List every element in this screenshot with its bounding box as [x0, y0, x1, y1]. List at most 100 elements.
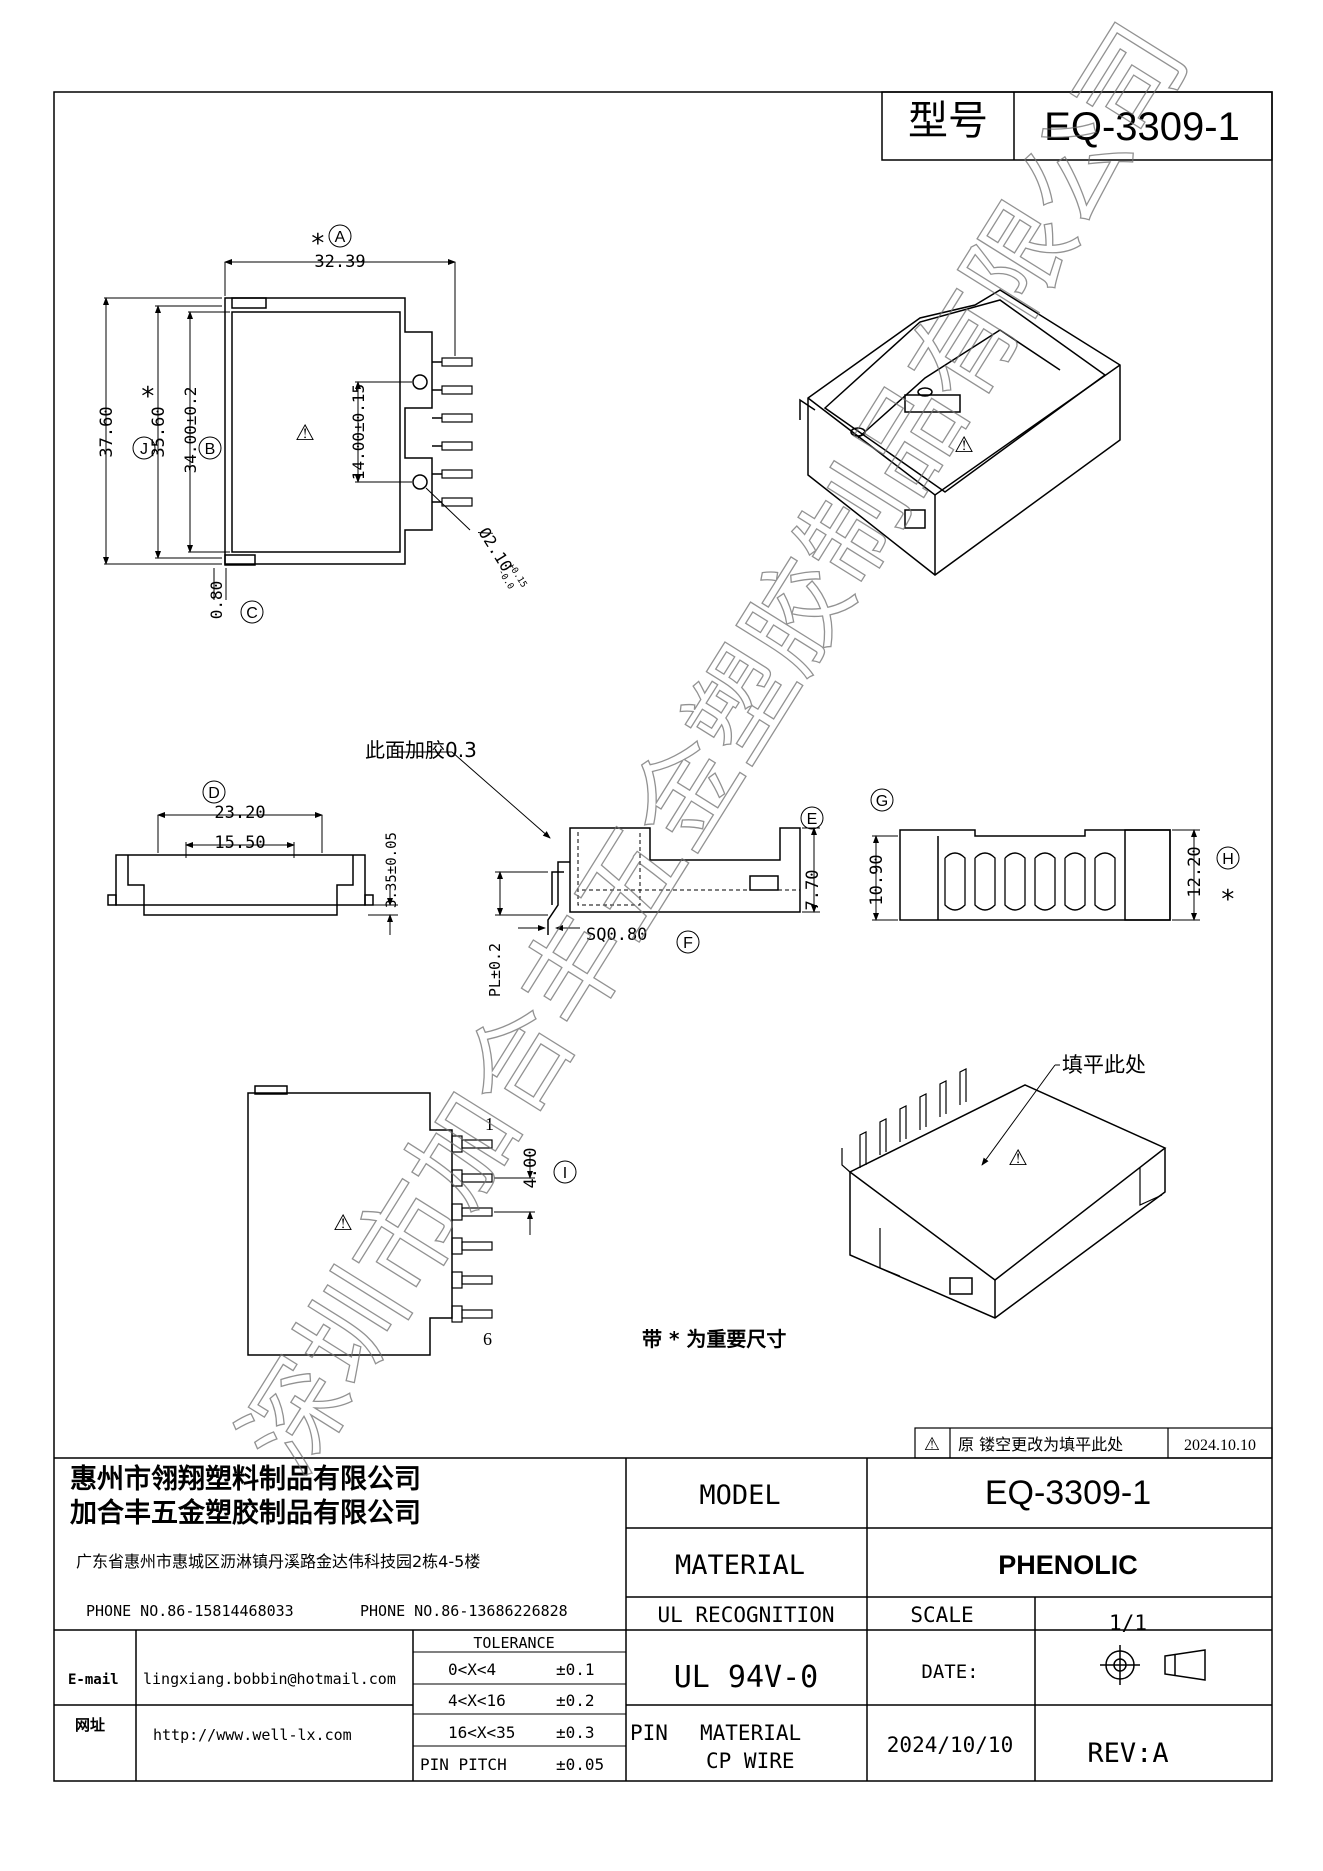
tolerance-header: TOLERANCE: [473, 1634, 554, 1652]
company-address: 广东省惠州市惠城区沥淋镇丹溪路金达伟科技园2栋4-5楼: [76, 1552, 480, 1571]
model-label: MODEL: [699, 1480, 780, 1511]
company-name-1: 惠州市翎翔塑料制品有限公司: [70, 1463, 421, 1495]
label-f-circle: [676, 930, 700, 954]
company-name-2: 加合丰五金塑胶制品有限公司: [70, 1497, 421, 1529]
projection-symbol: [1100, 1645, 1206, 1685]
dim-width: 32.39: [314, 252, 365, 272]
top-view: [224, 297, 473, 566]
label-b-circle: [198, 436, 222, 460]
label-h: H: [1222, 851, 1234, 868]
side-view-dimensions: [398, 751, 820, 931]
email-value: lingxiang.bobbin@hotmail.com: [143, 1670, 396, 1688]
email-label: E-mail: [68, 1672, 119, 1688]
tolerance-range: 0<X<4: [448, 1660, 496, 1679]
important-note: 带 * 为重要尺寸: [642, 1327, 786, 1351]
label-e-circle: [800, 806, 824, 830]
side-view: [547, 827, 801, 935]
phone-1: PHONE NO.86-15814468033: [86, 1602, 294, 1620]
revision-value: REV:A: [1087, 1738, 1168, 1769]
tolerance-range: PIN PITCH: [420, 1755, 507, 1774]
model-title-value: EQ-3309-1: [1044, 105, 1240, 149]
iso2-note-leader: [981, 1064, 1060, 1166]
warning-icon-bottom: ⚠: [333, 1211, 353, 1236]
model-title-label: 型号: [908, 98, 988, 144]
date-label: DATE:: [921, 1661, 978, 1683]
label-j-circle: [132, 436, 156, 460]
label-h-circle: [1216, 846, 1240, 870]
label-a-circle: [328, 224, 352, 248]
label-c-circle: [240, 600, 264, 624]
model-title-box: 型号 EQ-3309-1: [881, 91, 1273, 161]
label-i-circle: [553, 1160, 577, 1184]
dim-right-right: 12.20: [1185, 846, 1205, 897]
pin-number-first: 1: [485, 1114, 494, 1134]
dim-right-left: 10.90: [867, 854, 887, 905]
pin-material-label: MATERIAL: [700, 1721, 801, 1745]
revision-warning-icon: ⚠: [924, 1434, 940, 1455]
revision-desc: 原 镂空更改为填平此处: [958, 1435, 1123, 1454]
dim-height-mid: 35.60: [149, 406, 169, 457]
label-c: C: [246, 605, 258, 622]
ul-label: UL RECOGNITION: [657, 1603, 834, 1627]
web-label: 网址: [75, 1716, 105, 1734]
tolerance-value: ±0.1: [556, 1660, 595, 1679]
warning-icon-iso2: ⚠: [1008, 1146, 1028, 1171]
star-mark-3: *: [1220, 885, 1236, 915]
label-g: G: [876, 793, 888, 810]
scale-value: 1/1: [1109, 1611, 1147, 1635]
tolerance-value: ±0.2: [556, 1691, 595, 1710]
revision-date: 2024.10.10: [1184, 1437, 1256, 1454]
right-view: [899, 829, 1171, 921]
label-b: B: [205, 441, 216, 458]
dim-front-outer: 23.20: [214, 803, 265, 823]
dim-front-height: 3.35±0.05: [384, 832, 400, 908]
label-d: D: [208, 785, 220, 802]
label-f: F: [683, 935, 693, 952]
label-j: J: [140, 441, 148, 458]
iso2-note: 填平此处: [1062, 1053, 1146, 1077]
side-note: 此面加胶0.3: [365, 738, 477, 762]
model-value: EQ-3309-1: [985, 1474, 1151, 1512]
top-view-dimensions: [103, 259, 471, 600]
dim-pin-len: PL±0.2: [486, 943, 504, 997]
ul-value: UL 94V-0: [674, 1660, 819, 1695]
dim-front-inner: 15.50: [214, 833, 265, 853]
label-e: E: [807, 811, 818, 828]
label-i: I: [563, 1165, 567, 1182]
warning-icon: ⚠: [295, 421, 315, 446]
dim-height-inner: 34.00±0.2: [181, 387, 200, 474]
dim-pin-span: 14.00±0.15: [349, 384, 368, 480]
bottom-view-dimensions: [494, 1155, 535, 1235]
isometric-view-top: [799, 289, 1121, 576]
front-view-dimensions: [157, 812, 398, 935]
dim-height-total: 37.60: [97, 406, 117, 457]
tolerance-range: 4<X<16: [448, 1691, 506, 1710]
material-label: MATERIAL: [675, 1550, 805, 1581]
tolerance-range: 16<X<35: [448, 1723, 515, 1742]
label-g-circle: [870, 788, 894, 812]
star-mark-2: *: [140, 382, 156, 412]
dim-pin-sq: SQ0.80: [586, 925, 647, 945]
dim-offset: 0.80: [207, 581, 226, 620]
star-mark: *: [310, 229, 326, 259]
date-value: 2024/10/10: [887, 1733, 1013, 1757]
right-view-dimensions: [872, 829, 1200, 921]
warning-icon-iso: ⚠: [954, 433, 974, 458]
phone-2: PHONE NO.86-13686226828: [360, 1602, 568, 1620]
tolerance-value: ±0.3: [556, 1723, 595, 1742]
label-a: A: [335, 229, 346, 246]
pin-number-last: 6: [483, 1329, 492, 1349]
bottom-view: [247, 1085, 493, 1356]
material-value: PHENOLIC: [998, 1550, 1138, 1580]
drawing-frame: [53, 91, 1273, 1782]
pin-material-value: CP WIRE: [706, 1749, 795, 1773]
label-d-circle: [202, 780, 226, 804]
web-value: http://www.well-lx.com: [153, 1726, 352, 1744]
dim-pin-pitch: 4.00: [521, 1148, 541, 1189]
tolerance-value: ±0.05: [556, 1755, 604, 1774]
dim-side-height: 7.70: [803, 870, 823, 911]
isometric-view-bottom: [841, 1068, 1167, 1319]
title-block-grid: [54, 1457, 1272, 1781]
